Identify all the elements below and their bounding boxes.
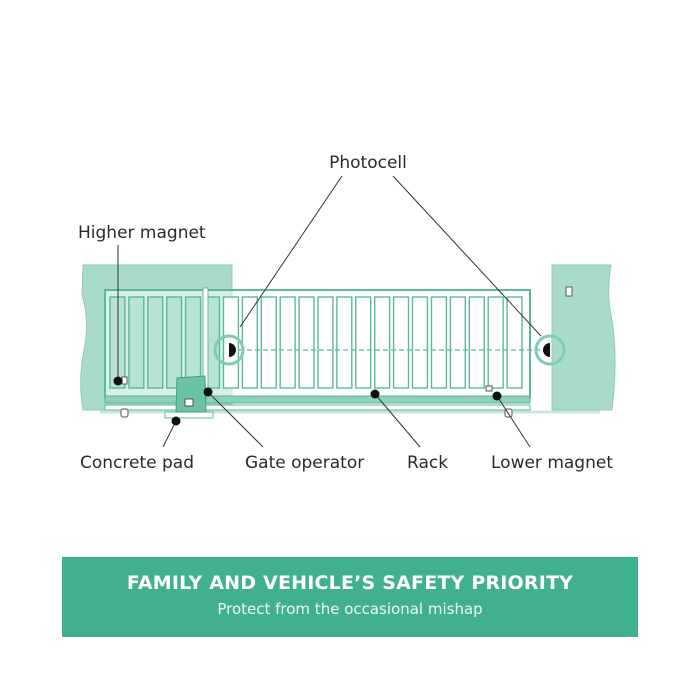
wheel-left: [120, 408, 129, 418]
gate-rack: [104, 395, 531, 404]
leader-lines: [117, 175, 542, 448]
right-pillar-bracket: [565, 286, 573, 297]
gate-post: [202, 287, 209, 389]
gate-bar: [222, 296, 240, 389]
label-lower-magnet: Lower magnet: [491, 453, 613, 473]
gate-bar: [241, 296, 258, 389]
photocell-left-icon: [229, 343, 236, 357]
operator-lock-icon: [184, 398, 194, 407]
safety-banner: FAMILY AND VEHICLE’S SAFETY PRIORITY Pro…: [62, 557, 638, 637]
gate-bar: [411, 296, 429, 389]
lower-magnet: [485, 385, 493, 392]
label-rack: Rack: [407, 453, 448, 473]
gate-bar: [317, 296, 334, 389]
gate-bar: [449, 296, 466, 389]
gate-bar: [147, 296, 164, 389]
gate-bar: [355, 296, 372, 389]
gate-bars: [109, 296, 523, 389]
label-higher-magnet: Higher magnet: [78, 223, 206, 243]
concrete-pad: [164, 411, 214, 419]
gate-bar: [128, 296, 145, 389]
bottom-rail: [104, 404, 531, 411]
callout-dots: [113, 376, 502, 426]
gate-bar: [109, 296, 126, 389]
label-gate-operator: Gate operator: [245, 453, 364, 473]
gate-bar: [430, 296, 448, 389]
gate-bar: [279, 296, 296, 389]
banner-subtitle: Protect from the occasional mishap: [217, 600, 483, 618]
gate-bar: [165, 296, 183, 389]
photocell-right-ring: [534, 334, 566, 366]
gate-bar: [336, 296, 353, 389]
gate-bar: [468, 296, 485, 389]
photocell-left-ring: [213, 334, 245, 366]
label-photocell: Photocell: [329, 153, 407, 173]
photocell-right-icon: [543, 343, 550, 357]
gate-bar: [184, 296, 202, 389]
label-concrete-pad: Concrete pad: [80, 453, 194, 473]
banner-title: FAMILY AND VEHICLE’S SAFETY PRIORITY: [126, 572, 574, 594]
gate-bar: [392, 296, 410, 389]
gate-bar: [298, 296, 315, 389]
gate-bar: [260, 296, 277, 389]
higher-magnet: [121, 376, 128, 385]
gate-operator: [175, 375, 207, 413]
right-pillar: [551, 264, 616, 411]
gate-bar: [506, 296, 523, 389]
gate-bar: [374, 296, 391, 389]
gate-bar: [487, 296, 504, 389]
